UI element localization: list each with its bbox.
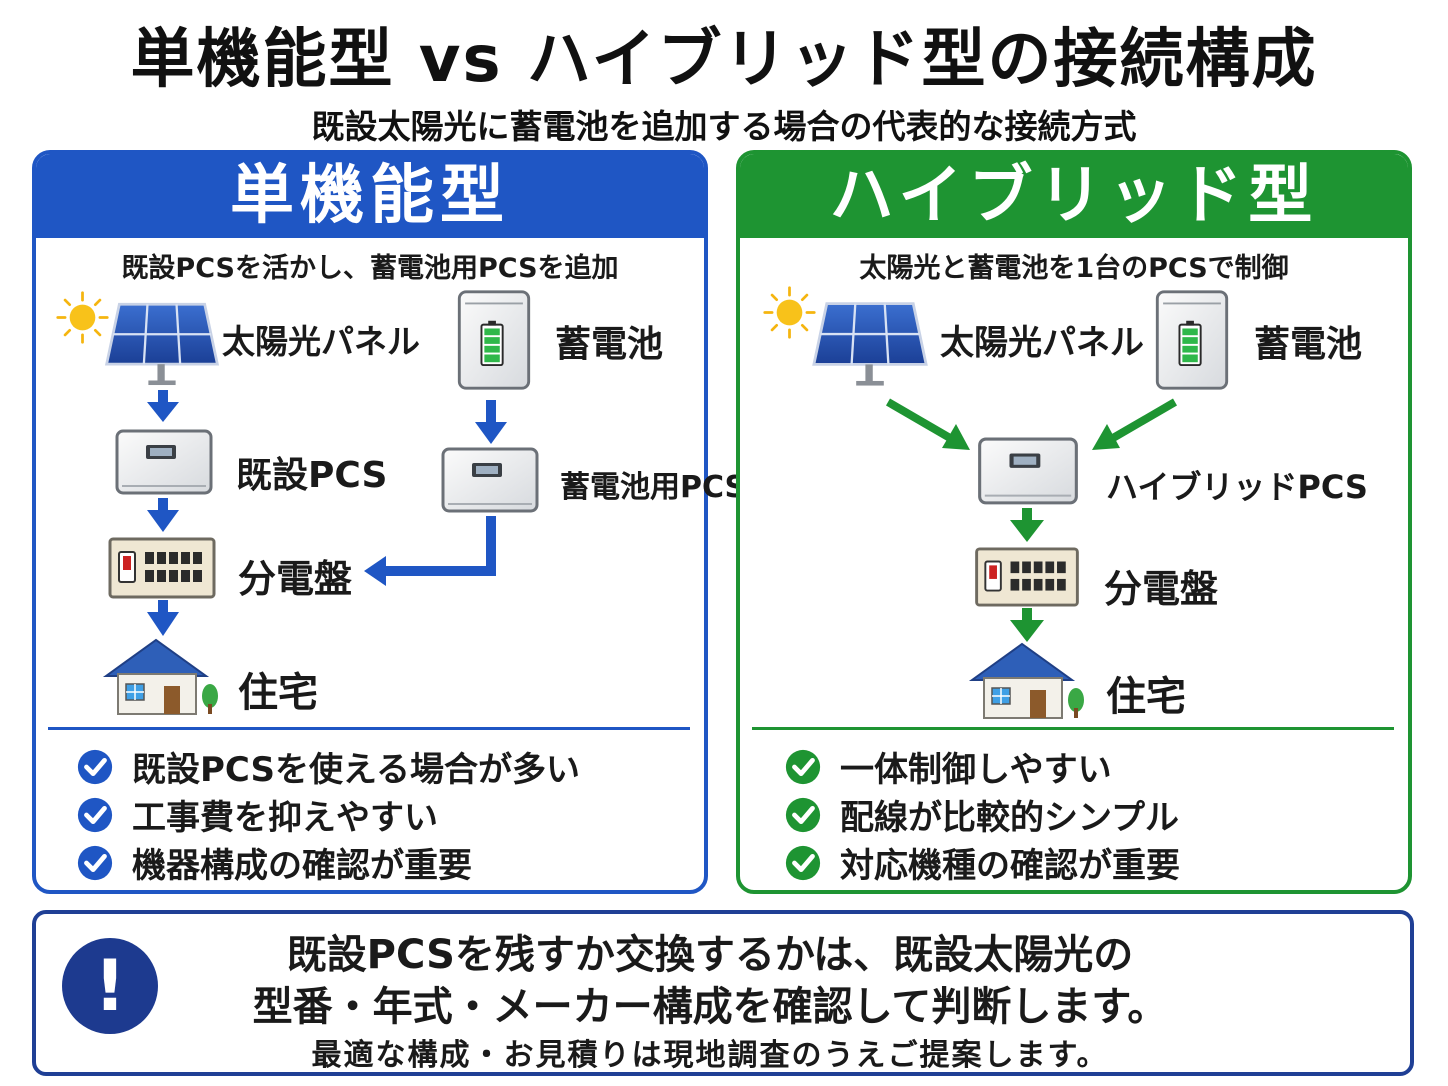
arrow-battery-to-battery-pcs	[475, 400, 507, 444]
house-label: 住宅	[1106, 674, 1186, 720]
benefit-text: 既設PCSを使える場合が多い	[132, 750, 580, 790]
benefit-text: 対応機種の確認が重要	[840, 846, 1180, 886]
hybrid-pcs-label: ハイブリッドPCS	[1106, 468, 1368, 506]
right-divider	[752, 727, 1394, 730]
solar-panel-label: 太陽光パネル	[940, 323, 1144, 363]
arrow-solar-to-pcs	[147, 390, 179, 422]
battery-icon	[1150, 288, 1234, 394]
left-benefit-1: 既設PCSを使える場合が多い	[76, 742, 580, 791]
solar-panel-label: 太陽光パネル	[222, 322, 420, 361]
battery-label: 蓄電池	[1254, 324, 1363, 365]
panelboard-label: 分電盤	[238, 557, 353, 601]
arrow-solar-to-hybrid-pcs	[885, 398, 970, 450]
panelboard-label: 分電盤	[1104, 567, 1219, 611]
note-box	[32, 910, 1414, 1076]
arrow-panelboard-to-house	[147, 600, 179, 636]
left-divider	[48, 727, 690, 730]
single-function-panel: 単機能型 既設PCSを活かし、蓄電池用PCSを追加	[32, 150, 708, 894]
check-icon	[76, 844, 114, 882]
page-title: 単機能型 vs ハイブリッド型の接続構成	[130, 23, 1318, 97]
arrow-battery-pcs-to-panelboard	[364, 516, 496, 586]
benefit-text: 配線が比較的シンプル	[840, 798, 1179, 838]
arrow-panelboard-to-house	[1010, 608, 1044, 642]
note-line-3: 最適な構成・お見積りは現地調査のうえご提案します。	[311, 1038, 1109, 1073]
check-icon	[784, 748, 822, 786]
single-function-description: 既設PCSを活かし、蓄電池用PCSを追加	[121, 253, 619, 284]
right-benefit-1: 一体制御しやすい	[784, 742, 1112, 791]
benefit-text: 一体制御しやすい	[840, 750, 1112, 790]
arrow-battery-to-hybrid-pcs	[1092, 398, 1178, 450]
right-benefit-3: 対応機種の確認が重要	[784, 838, 1180, 887]
left-benefit-3: 機器構成の確認が重要	[76, 838, 472, 887]
benefit-text: 工事費を抑えやすい	[132, 798, 438, 838]
check-icon	[784, 844, 822, 882]
existing-pcs-label: 既設PCS	[236, 455, 388, 496]
battery-pcs-label: 蓄電池用PCS	[560, 470, 747, 505]
single-function-heading: 単機能型	[36, 154, 704, 238]
page-subtitle: 既設太陽光に蓄電池を追加する場合の代表的な接続方式	[311, 107, 1137, 146]
check-icon	[76, 748, 114, 786]
left-flow-arrows	[147, 390, 507, 636]
exclamation-icon: !	[62, 938, 158, 1034]
right-flow-arrows	[885, 398, 1178, 642]
check-icon	[784, 796, 822, 834]
solar-panel-icon	[806, 300, 934, 392]
benefit-text: 機器構成の確認が重要	[132, 846, 472, 886]
check-icon	[76, 796, 114, 834]
right-benefit-2: 配線が比較的シンプル	[784, 790, 1179, 839]
arrow-pcs-to-panelboard	[147, 498, 179, 532]
left-benefit-2: 工事費を抑えやすい	[76, 790, 438, 839]
house-label: 住宅	[238, 670, 318, 716]
hybrid-heading: ハイブリッド型	[740, 154, 1408, 238]
hybrid-description: 太陽光と蓄電池を1台のPCSで制御	[859, 253, 1289, 284]
note-line-2: 型番・年式・メーカー構成を確認して判断します。	[252, 984, 1168, 1030]
arrow-hybrid-pcs-to-panelboard	[1010, 508, 1044, 542]
note-line-1: 既設PCSを残すか交換するかは、既設太陽光の	[286, 932, 1134, 978]
battery-label: 蓄電池	[555, 324, 664, 365]
hybrid-panel: ハイブリッド型 太陽光と蓄電池を1台のPCSで制御	[736, 150, 1412, 894]
